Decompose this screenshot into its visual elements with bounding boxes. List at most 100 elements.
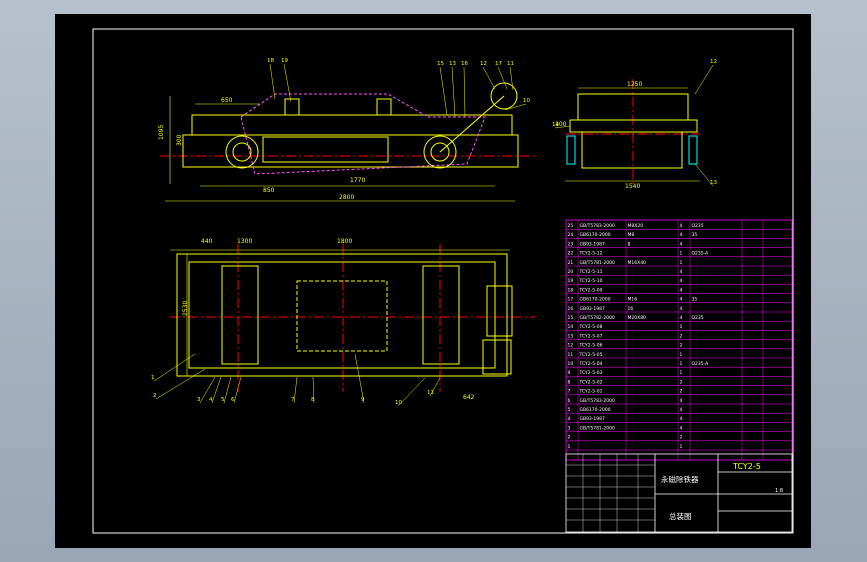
table-cell: 18 — [568, 287, 574, 293]
callout-label: 18 — [267, 58, 274, 64]
table-cell: 35 — [692, 297, 698, 303]
callout-leader — [153, 353, 196, 382]
callout-leader — [155, 368, 206, 400]
table-cell: 2 — [680, 389, 683, 395]
front-dim-overall: 2800 — [339, 194, 354, 201]
table-cell: 19 — [568, 278, 574, 284]
callout-leader — [554, 125, 571, 129]
callout-leader — [451, 66, 456, 118]
hanger-right — [376, 98, 392, 116]
side-bearing-right — [688, 135, 698, 165]
table-cell: 5 — [568, 407, 571, 413]
table-cell: 4 — [680, 416, 683, 422]
table-cell: 8 — [628, 241, 631, 247]
callout-leader — [354, 353, 365, 404]
callout-label: 16 — [461, 61, 468, 67]
table-cell: TCY2-5-10 — [579, 278, 603, 284]
table-cell: 3 — [568, 425, 571, 431]
table-cell: 4 — [680, 306, 683, 312]
table-cell: TCY2-5-03 — [579, 370, 603, 376]
table-cell: 4 — [680, 278, 683, 284]
front-dim-labels: 650 1095 300 850 1770 2800 — [158, 97, 365, 201]
table-cell: GB/T5781-2000 — [580, 260, 616, 266]
table-cell: 2 — [680, 333, 683, 339]
table-cell: TCY2-5-02 — [579, 379, 603, 385]
table-cell: 4 — [680, 425, 683, 431]
model-code: TCY2-5 — [732, 462, 761, 471]
table-cell: 23 — [568, 241, 574, 247]
table-cell: 4 — [680, 398, 683, 404]
plan-dim-height: 2530 — [182, 301, 189, 316]
table-cell: 6 — [568, 398, 571, 404]
front-dim-belt: 1770 — [350, 177, 365, 184]
table-cell: 20 — [568, 269, 574, 275]
table-cell: 4 — [568, 416, 571, 422]
callout-leader — [312, 376, 315, 404]
side-dim-labels: 1250 1540 100 — [555, 81, 642, 190]
table-cell: 4 — [680, 287, 683, 293]
callout-leader — [482, 66, 496, 90]
callout-leader — [439, 66, 448, 116]
callout-label: 4 — [209, 397, 213, 403]
table-cell: TCY2-5-09 — [579, 287, 603, 293]
table-cell: 2 — [568, 435, 571, 441]
callout-label: 11 — [427, 390, 434, 396]
callout-leader — [293, 376, 298, 404]
callout-leader — [429, 377, 441, 397]
side-bearing-left — [566, 135, 576, 165]
table-cell: 11 — [568, 352, 574, 358]
front-beam — [191, 114, 513, 136]
table-cell: 1 — [680, 324, 683, 330]
table-cell: TCY2-5-11 — [579, 269, 603, 275]
table-cell: 7 — [568, 389, 571, 395]
table-cell: M16X40 — [628, 260, 647, 266]
table-cell: 1 — [568, 444, 571, 450]
table-cell: 1 — [680, 260, 683, 266]
callout-label: 15 — [437, 61, 444, 67]
callout-label: 6 — [231, 397, 235, 403]
side-dim-left: 100 — [555, 121, 567, 128]
callout-leader — [223, 376, 232, 404]
table-cell: 14 — [568, 324, 574, 330]
plan-motor — [486, 285, 513, 337]
callout-label: 12 — [710, 59, 717, 65]
front-dim-left: 300 — [176, 134, 183, 146]
table-cell: 21 — [568, 260, 574, 266]
plan-dim-labels: 440 1300 1800 2530 642 — [182, 238, 475, 401]
callout-label: 2 — [153, 393, 157, 399]
right-pulley — [423, 135, 457, 169]
plan-inner-frame — [188, 261, 496, 369]
front-body — [182, 134, 519, 168]
plan-dim-b: 1300 — [237, 238, 252, 245]
callout-label: 13 — [710, 180, 717, 186]
side-dim-bottom: 1540 — [625, 183, 640, 190]
table-cell: M8X20 — [628, 223, 644, 229]
table-cell: 2 — [680, 379, 683, 385]
assembly-label: 总装图 — [669, 511, 692, 521]
table-cell: TCY2-5-12 — [579, 251, 603, 257]
table-cell: 2 — [680, 343, 683, 349]
hanger-left — [284, 98, 300, 116]
callout-leader — [269, 63, 276, 100]
callout-label: 17 — [495, 61, 502, 67]
table-cell: TCY2-5-08 — [579, 324, 603, 330]
title-grid — [566, 454, 655, 532]
callout-label: 13 — [449, 61, 456, 67]
table-cell: GB6170-2000 — [580, 407, 611, 413]
table-cell: 13 — [568, 333, 574, 339]
callout-leader — [509, 66, 514, 91]
title-block — [565, 453, 793, 533]
table-cell: Q235 — [692, 315, 704, 321]
table-cell: 4 — [680, 223, 683, 229]
left-pulley-hub — [232, 142, 252, 162]
table-cell: M8 — [628, 232, 635, 238]
table-cell: GB93-1987 — [580, 241, 606, 247]
callout-leader — [199, 376, 216, 404]
table-cell: TCY2-5-04 — [579, 361, 603, 367]
callout-label: 19 — [281, 58, 288, 64]
callout-leader — [283, 63, 292, 103]
